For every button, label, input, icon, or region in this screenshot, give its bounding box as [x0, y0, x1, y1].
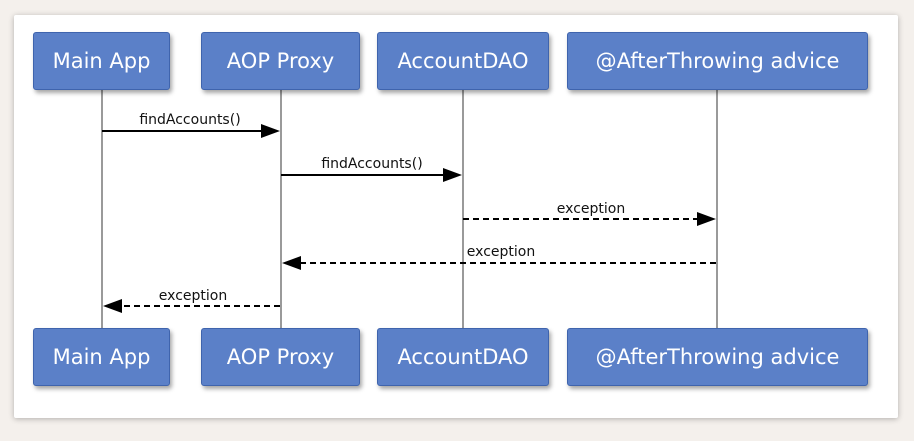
participant-proxy-bottom: AOP Proxy [201, 328, 360, 386]
message-label: exception [467, 244, 535, 260]
participant-dao-bottom: AccountDAO [377, 328, 549, 386]
participant-advice-bottom: @AfterThrowing advice [567, 328, 868, 386]
message-4: exception [282, 244, 716, 270]
message-5: exception [103, 288, 280, 313]
participant-dao-top: AccountDAO [377, 32, 549, 90]
message-label: exception [557, 201, 625, 217]
lifeline-main [101, 88, 103, 328]
participant-main-top: Main App [33, 32, 170, 90]
participant-main-bottom: Main App [33, 328, 170, 386]
participant-advice-top: @AfterThrowing advice [567, 32, 868, 90]
message-label: findAccounts() [321, 156, 422, 172]
message-1: findAccounts() [102, 112, 280, 138]
participant-proxy-top: AOP Proxy [201, 32, 360, 90]
lifeline-advice [716, 88, 718, 328]
message-2: findAccounts() [281, 156, 462, 182]
lifeline-dao [462, 88, 464, 328]
message-label: findAccounts() [139, 112, 240, 128]
message-3: exception [463, 201, 716, 226]
message-label: exception [159, 288, 227, 304]
lifeline-proxy [280, 88, 282, 328]
